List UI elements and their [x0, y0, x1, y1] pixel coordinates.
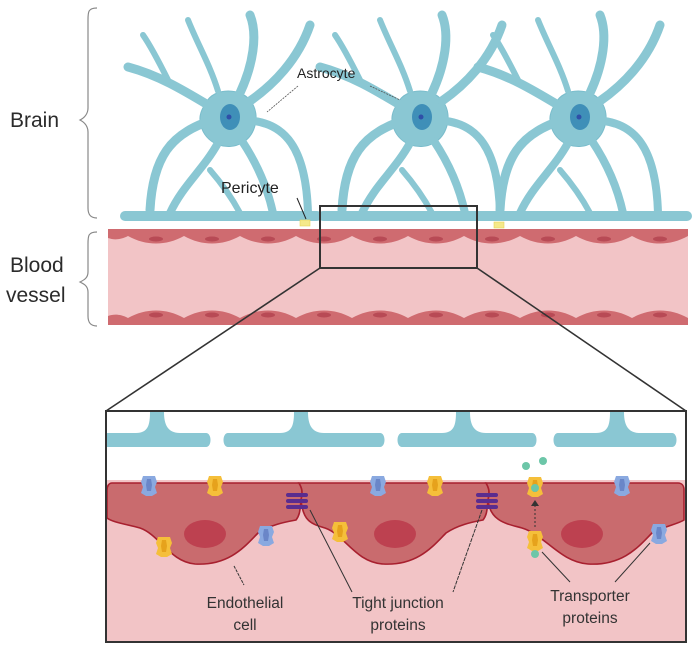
transporter-yellow-1 [207, 476, 223, 496]
vessel-bracket [78, 231, 98, 327]
transporter-blue-5 [651, 524, 667, 544]
zoom-connector-right [476, 267, 687, 412]
label-endothelial-line1: Endothelial [207, 595, 284, 612]
blood-vessel [108, 229, 688, 325]
region-label-brain: Brain [10, 109, 59, 132]
transporter-blue-1 [141, 476, 157, 496]
transport-arrow-head [531, 500, 539, 506]
astrocyte-2 [320, 15, 502, 213]
astrocyte-1 [128, 15, 310, 213]
region-label-blood: Blood [10, 254, 64, 277]
transporter-leader-1 [541, 551, 571, 583]
tight-junction-leader-1 [309, 509, 353, 593]
astrocyte-3 [478, 15, 660, 213]
solute-molecule [522, 462, 530, 470]
astrocyte-leader-2 [369, 85, 401, 101]
astrocyte-leader-1 [266, 85, 299, 113]
brain-bracket [78, 7, 98, 219]
astrocyte-end-feet [120, 211, 692, 221]
tight-junction-2 [476, 493, 498, 509]
transporter-yellow-3 [156, 537, 172, 557]
endothelial-nucleus-1 [184, 520, 226, 548]
transporter-blue-3 [614, 476, 630, 496]
tight-junction-1 [286, 493, 308, 509]
label-astrocyte: Astrocyte [297, 65, 356, 81]
transporter-blue-2 [370, 476, 386, 496]
pericyte-1 [299, 219, 311, 227]
endothelial-nucleus-3 [561, 520, 603, 548]
pericyte-2 [493, 221, 505, 229]
label-transporter-line2: proteins [562, 610, 617, 627]
transporter-blue-4 [258, 526, 274, 546]
transporter-yellow-4 [332, 522, 348, 542]
zoom-selection-box [319, 205, 478, 269]
label-endothelial-line2: cell [233, 617, 256, 634]
transporter-yellow-luminal [527, 531, 543, 551]
transporter-leader-2 [614, 542, 651, 583]
endothelial-leader [233, 565, 245, 586]
tight-junction-leader-2 [452, 509, 483, 593]
label-tight-junction-line2: proteins [370, 617, 425, 634]
pericyte-leader [296, 197, 307, 220]
solute-molecule [531, 550, 539, 558]
solute-molecule [539, 457, 547, 465]
label-tight-junction-line1: Tight junction [352, 595, 444, 612]
label-transporter-line1: Transporter [550, 588, 630, 605]
endothelial-nucleus-2 [374, 520, 416, 548]
transporter-yellow-2 [427, 476, 443, 496]
label-pericyte: Pericyte [221, 180, 279, 197]
region-label-vessel: vessel [6, 284, 66, 307]
zoomed-panel: Endothelial cell Tight junction proteins… [105, 410, 687, 643]
solute-molecule [531, 484, 539, 492]
zoom-connector-left [105, 267, 321, 412]
